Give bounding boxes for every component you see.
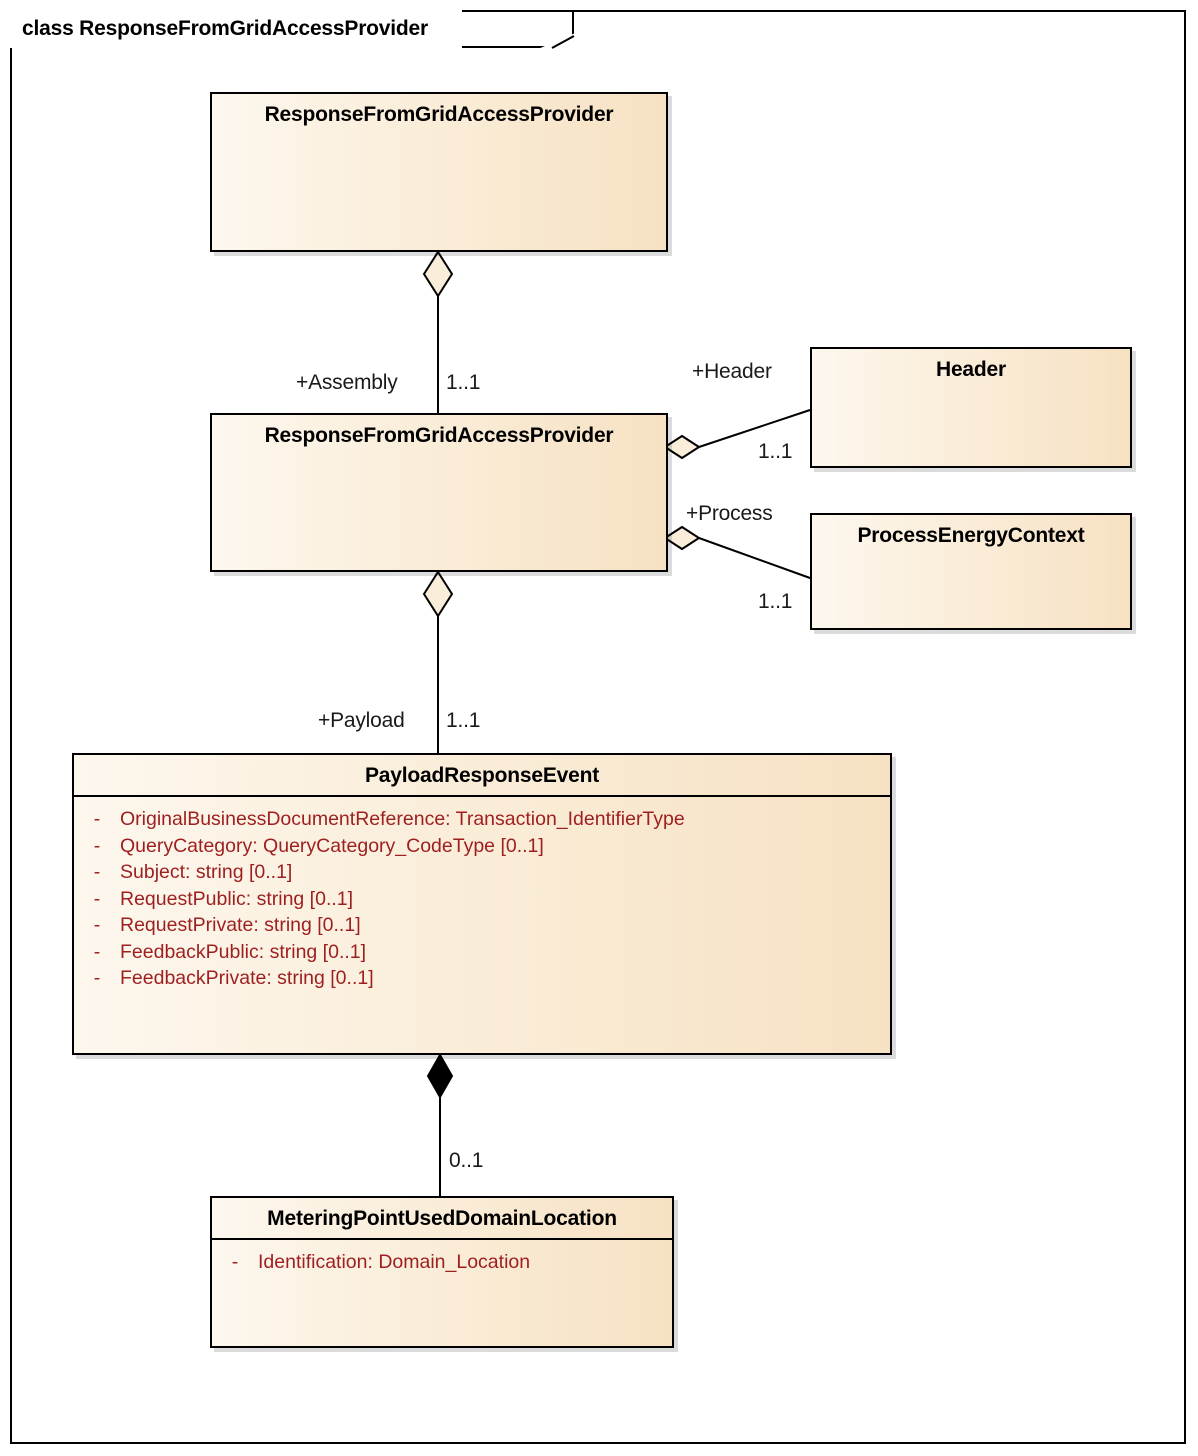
attribute-text: Subject: string [0..1] — [120, 861, 293, 883]
class-box-header[interactable]: Header — [810, 347, 1132, 468]
attribute-text: RequestPrivate: string [0..1] — [120, 914, 361, 936]
edge-label-header-role: +Header — [692, 360, 772, 383]
edge-label-payload-role: +Payload — [318, 709, 405, 732]
class-title-payload-response-event: PayloadResponseEvent — [364, 764, 600, 787]
class-compartment-divider-payload — [74, 795, 890, 797]
attribute-row: - Identification: Domain_Location — [212, 1249, 672, 1276]
attribute-row: - RequestPublic: string [0..1] — [74, 886, 890, 913]
class-title-metering-point-used-domain-location: MeteringPointUsedDomainLocation — [267, 1207, 617, 1230]
class-attributes-meteringpoint: - Identification: Domain_Location — [212, 1240, 672, 1282]
attribute-text: FeedbackPrivate: string [0..1] — [120, 967, 374, 989]
edge-label-meteringpoint-multiplicity: 0..1 — [449, 1149, 484, 1172]
edge-label-assembly-multiplicity: 1..1 — [446, 371, 481, 394]
attribute-visibility: - — [93, 967, 101, 989]
attribute-visibility: - — [93, 808, 101, 830]
attribute-visibility: - — [93, 914, 101, 936]
class-box-response-from-grid-access-provider-assembly[interactable]: ResponseFromGridAccessProvider — [210, 413, 668, 572]
class-compartment-divider-meteringpoint — [212, 1238, 672, 1240]
attribute-row: - QueryCategory: QueryCategory_CodeType … — [74, 833, 890, 860]
edge-label-assembly-role: +Assembly — [296, 371, 398, 394]
attribute-text: FeedbackPublic: string [0..1] — [120, 940, 367, 963]
edge-label-process-multiplicity: 1..1 — [758, 590, 793, 613]
attribute-text: OriginalBusinessDocumentReference: Trans… — [120, 808, 685, 830]
class-box-response-from-grid-access-provider-root[interactable]: ResponseFromGridAccessProvider — [210, 92, 668, 252]
class-box-metering-point-used-domain-location[interactable]: MeteringPointUsedDomainLocation - Identi… — [210, 1196, 674, 1348]
attribute-text: Identification: Domain_Location — [258, 1251, 531, 1273]
attribute-text: RequestPublic: string [0..1] — [120, 887, 354, 910]
class-box-process-energy-context[interactable]: ProcessEnergyContext — [810, 513, 1132, 630]
attribute-text: QueryCategory: QueryCategory_CodeType [0… — [120, 834, 544, 857]
class-attributes-payload: - OriginalBusinessDocumentReference: Tra… — [74, 797, 890, 998]
class-title-root: ResponseFromGridAccessProvider — [264, 103, 614, 126]
class-title-header: Header — [935, 358, 1006, 381]
attribute-visibility: - — [231, 1251, 239, 1273]
class-title-process-energy-context: ProcessEnergyContext — [857, 524, 1085, 547]
attribute-row: - FeedbackPrivate: string [0..1] — [74, 965, 890, 992]
class-title-assembly: ResponseFromGridAccessProvider — [264, 424, 614, 447]
edge-label-process-role: +Process — [686, 502, 773, 525]
diagram-frame — [10, 10, 1186, 1444]
attribute-row: - RequestPrivate: string [0..1] — [74, 912, 890, 939]
attribute-visibility: - — [93, 861, 101, 883]
class-box-payload-response-event[interactable]: PayloadResponseEvent - OriginalBusinessD… — [72, 753, 892, 1055]
frame-name-tab: class ResponseFromGridAccessProvider — [10, 10, 462, 48]
attribute-row: - OriginalBusinessDocumentReference: Tra… — [74, 806, 890, 833]
attribute-row: - FeedbackPublic: string [0..1] — [74, 939, 890, 966]
attribute-visibility: - — [93, 940, 101, 963]
edge-label-payload-multiplicity: 1..1 — [446, 709, 481, 732]
edge-label-header-multiplicity: 1..1 — [758, 440, 793, 463]
attribute-row: - Subject: string [0..1] — [74, 859, 890, 886]
attribute-visibility: - — [93, 887, 101, 910]
frame-title-label: class ResponseFromGridAccessProvider — [22, 17, 428, 40]
attribute-visibility: - — [93, 834, 101, 857]
